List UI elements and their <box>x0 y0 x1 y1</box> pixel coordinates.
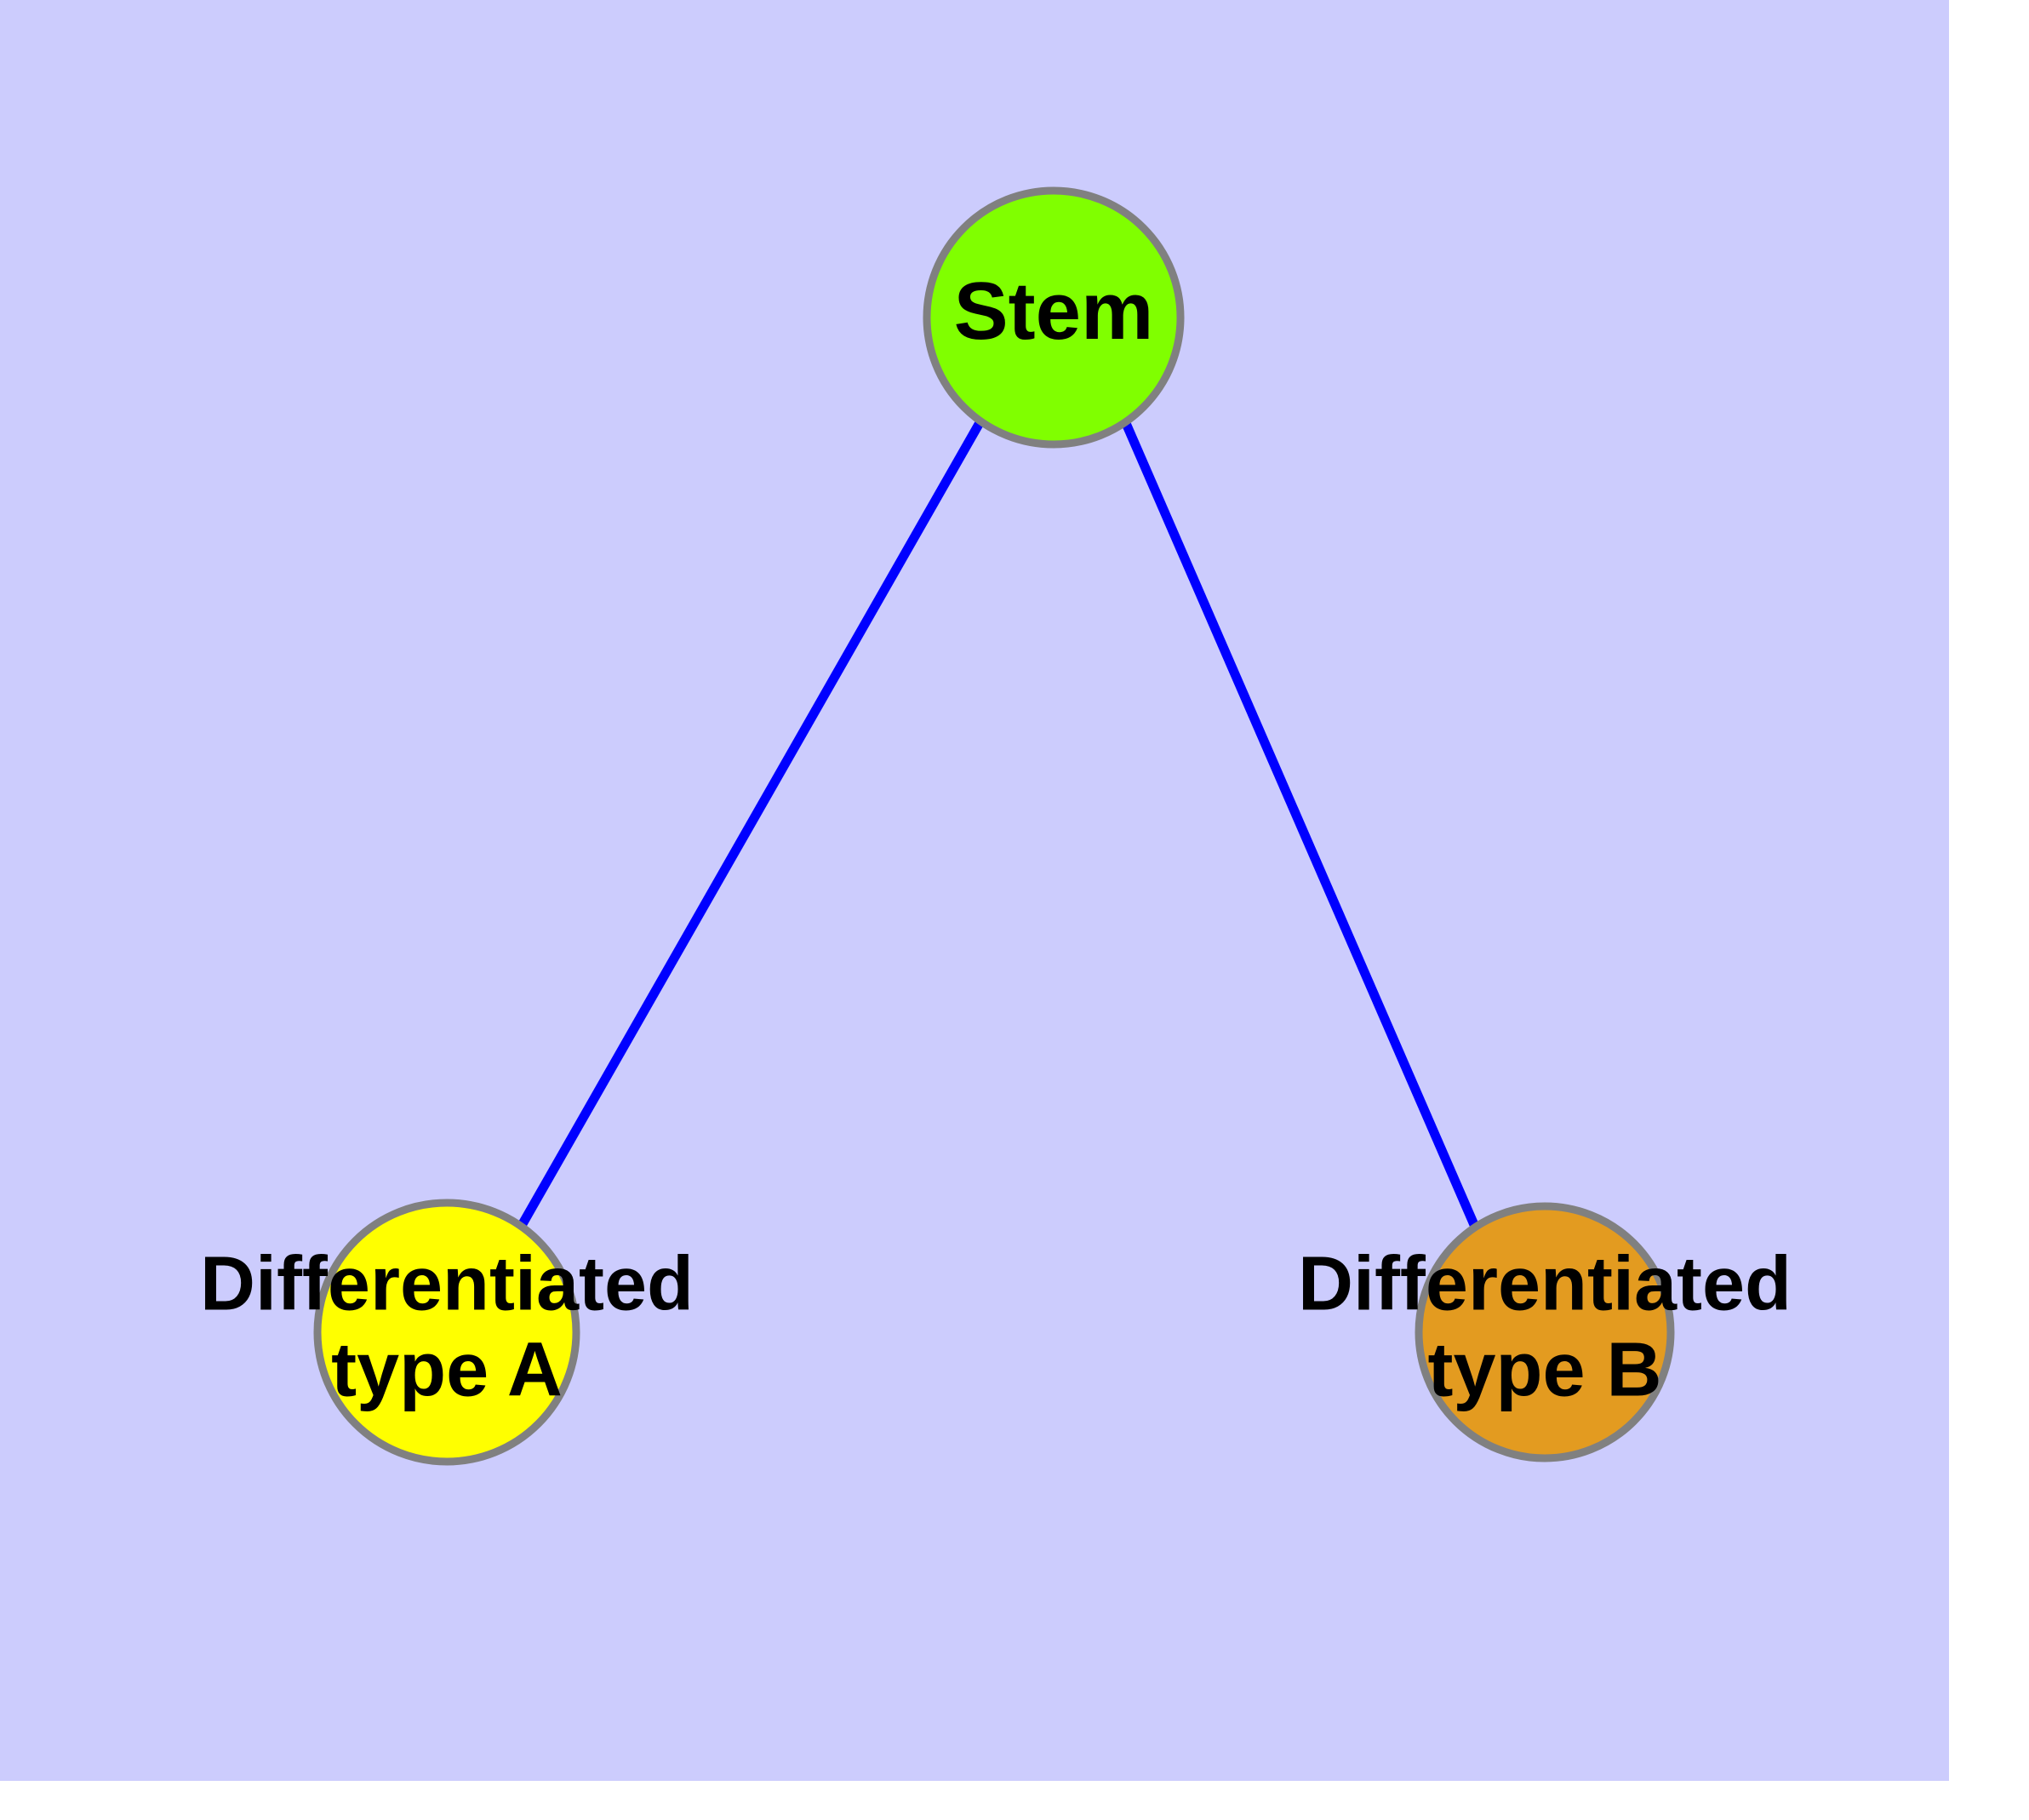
node-label-line: Differentiated <box>1298 1241 1792 1326</box>
node-label-line: Stem <box>954 266 1154 357</box>
node-label-line: type B <box>1427 1327 1661 1412</box>
node-label-line: Differentiated <box>200 1241 694 1326</box>
node-label-stem: Stem <box>954 266 1154 357</box>
graph-edge[interactable] <box>516 419 985 1231</box>
node-circle-diff_b[interactable] <box>1415 1202 1675 1462</box>
node-label-line: type A <box>331 1327 563 1412</box>
node-circle-stem[interactable] <box>923 186 1185 449</box>
graph-node-stem[interactable]: Stem <box>923 186 1185 449</box>
node-circle-diff_a[interactable] <box>313 1199 580 1466</box>
edges-layer <box>516 419 1480 1231</box>
graph-edge[interactable] <box>1120 419 1480 1229</box>
